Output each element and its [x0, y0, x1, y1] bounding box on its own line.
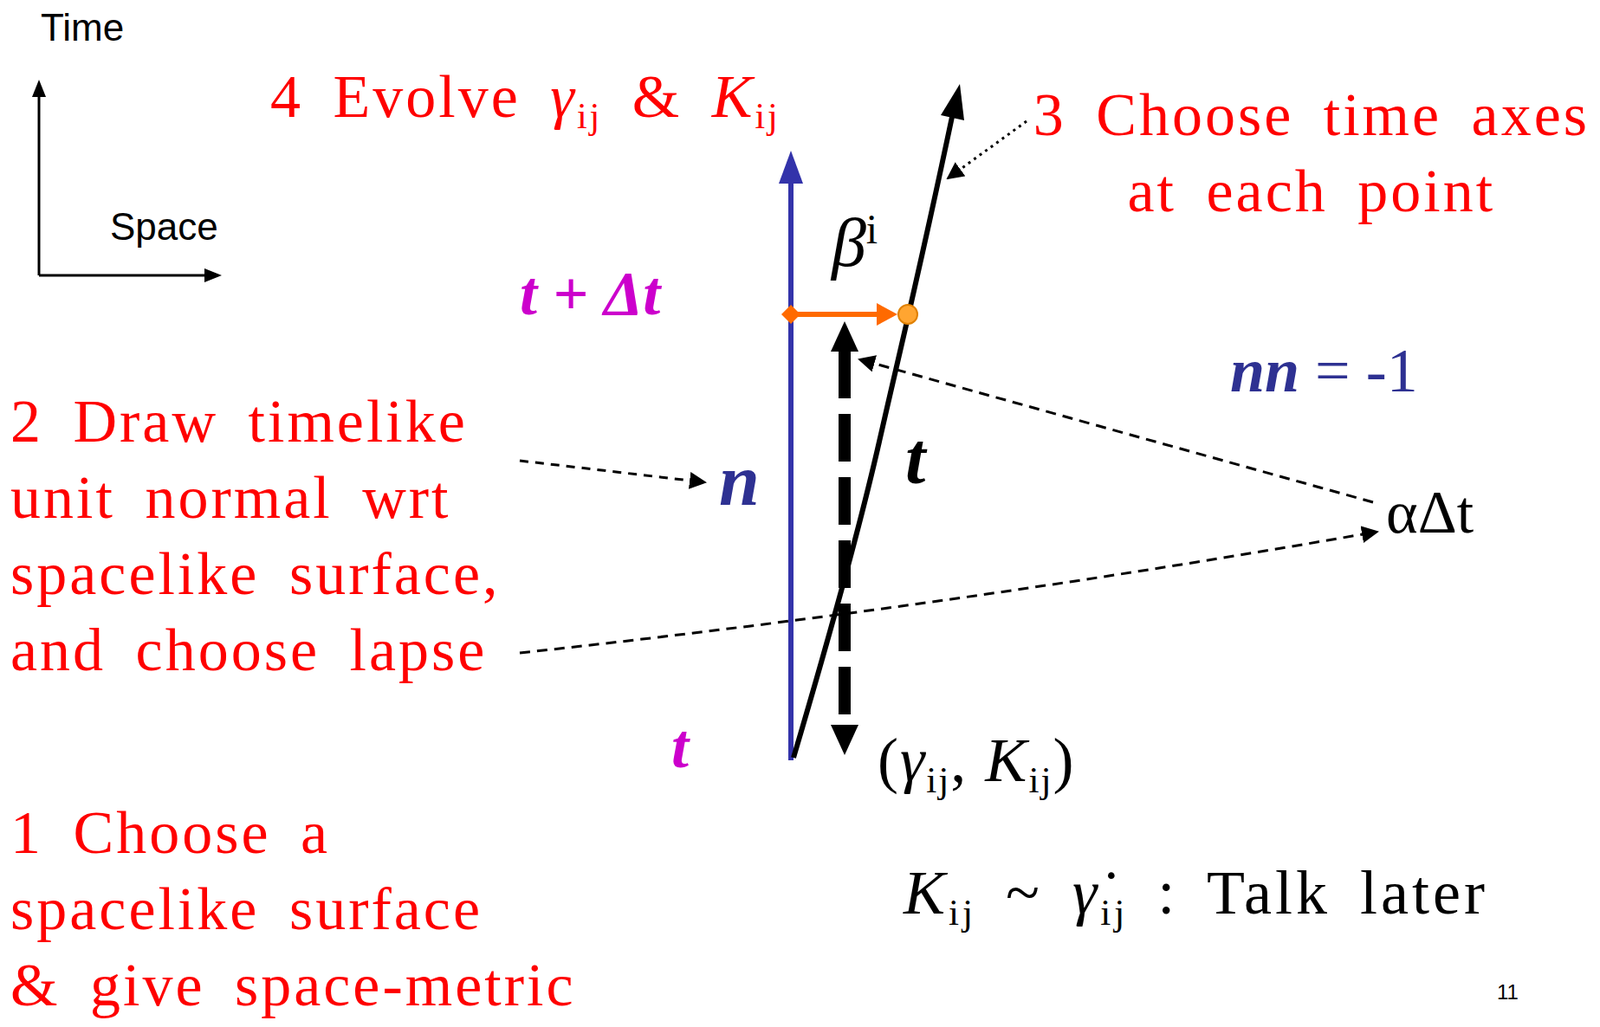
shift-vector	[781, 303, 918, 326]
slice-data-label: (γij, Kij)	[877, 723, 1076, 798]
axes	[32, 79, 222, 283]
text-line: 3 Choose time axes	[1033, 77, 1590, 154]
axis-label: Space	[110, 204, 219, 251]
step-note: 4 Evolve γij & Kij	[270, 60, 781, 134]
normalization-note: nn = -1	[1230, 333, 1419, 409]
spatial-slice: t + Δt	[259, 238, 1283, 377]
text-line: & give space-metric	[10, 947, 577, 1024]
slice-outline	[267, 239, 1276, 374]
lapse-arrow	[830, 321, 859, 756]
lapse-label: αΔt	[1386, 476, 1474, 550]
text-line: at each point	[1033, 153, 1590, 230]
formula-note: Kij ~ γ̇ij : Talk later	[903, 855, 1489, 931]
page-number: 11	[1496, 980, 1519, 1006]
axis-label: Time	[40, 5, 124, 52]
step-note: 2 Draw timelike unit normal wrt spacelik…	[10, 383, 501, 689]
text-line: spacelike surface,	[10, 536, 501, 613]
vector-label: n	[719, 437, 760, 525]
text-line: 1 Choose a	[10, 795, 577, 872]
slice-time-label: t + Δt	[519, 256, 661, 331]
normal-vector	[778, 150, 804, 761]
text-line: and choose lapse	[10, 612, 501, 689]
vector-label: t	[905, 415, 926, 504]
slice-shape	[259, 238, 1283, 377]
spatial-slice: t (γij, Kij)	[290, 688, 1278, 836]
time-axis-curve	[793, 84, 965, 758]
slice-shape	[290, 688, 1278, 836]
text-line: 2 Draw timelike	[10, 383, 501, 460]
step-note: 1 Choose a spacelike surface & give spac…	[10, 795, 577, 1024]
text-line: spacelike surface	[10, 871, 577, 948]
text-line: unit normal wrt	[10, 459, 501, 537]
step-note: 3 Choose time axes at each point	[1033, 77, 1590, 230]
shift-label: βi	[831, 200, 878, 285]
slice-time-label: t	[671, 709, 689, 784]
slice-outline	[296, 693, 1271, 832]
